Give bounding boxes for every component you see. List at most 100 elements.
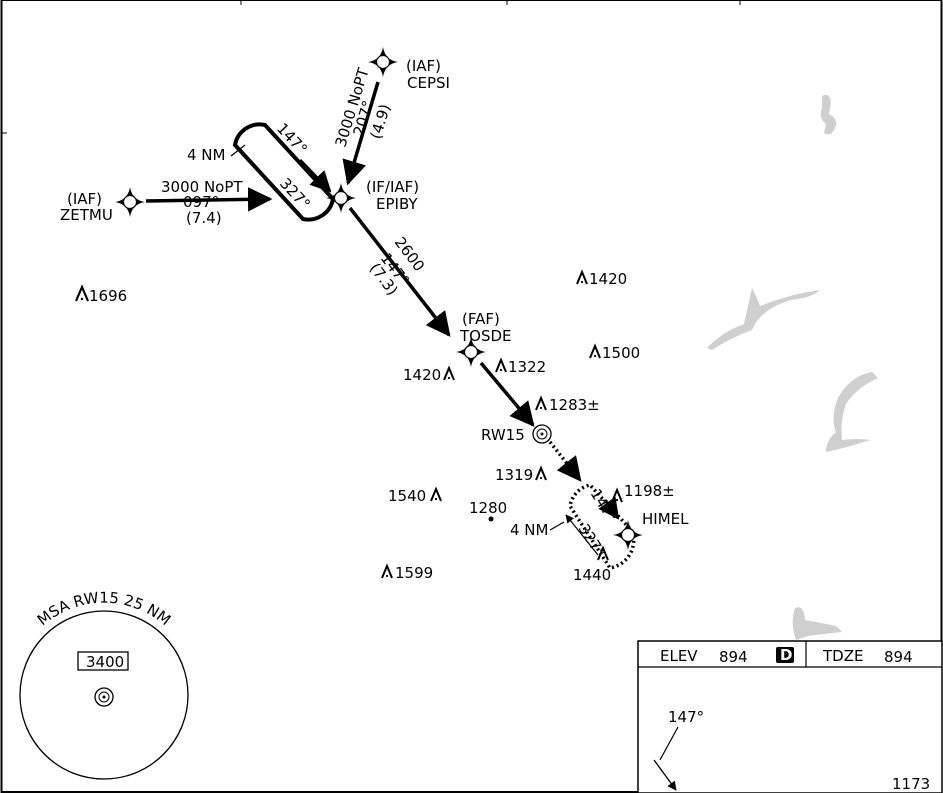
hold-himel-outbound: 327°: [575, 521, 609, 561]
river: [707, 288, 820, 350]
obstacle: 1319: [495, 465, 547, 484]
fix-epiby-type: (IF/IAF): [366, 178, 419, 196]
obstacle: 1500: [589, 343, 640, 362]
obstacle-dot: [80, 297, 84, 301]
hold-epiby: [232, 122, 336, 222]
water-features: [707, 94, 878, 640]
obstacle-elev: 1540: [388, 487, 426, 505]
obstacle-elev: 1198±: [624, 482, 675, 500]
tdze-value: 894: [884, 648, 913, 666]
fix-cepsi-name: CEPSI: [407, 74, 450, 92]
elev-label: ELEV: [660, 647, 698, 665]
spot-elevation: 1280: [469, 499, 507, 517]
hold-epiby-leader: [230, 144, 246, 157]
obstacle-symbol: [443, 365, 455, 381]
fix-tosde-type: (FAF): [462, 310, 500, 328]
fix-tosde-name: TOSDE: [459, 327, 512, 345]
obstacle: 1540: [388, 486, 442, 505]
rw15-waypoint[interactable]: [532, 424, 552, 444]
leg-zetmu-alt: 3000 NoPT: [161, 178, 243, 196]
obstacle-dot: [539, 476, 543, 480]
hold-himel-outbound-arrow: [565, 514, 599, 556]
obstacle-elev: 1319: [495, 466, 533, 484]
fix-zetmu-symbol[interactable]: [114, 186, 146, 218]
obstacle-dot: [434, 497, 438, 501]
obstacle-dot: [580, 280, 584, 284]
river-bend: [826, 372, 878, 452]
obstacle-symbol: [589, 343, 601, 359]
hold-epiby-length: 4 NM: [187, 146, 225, 164]
lake: [820, 94, 837, 135]
river-north: [792, 607, 842, 640]
obstacle-elev: 1322: [508, 358, 546, 376]
obstacle: 1420: [403, 365, 455, 384]
msa-altitude: 3400: [86, 653, 124, 671]
obstacle-elev: 1420: [403, 366, 441, 384]
fix-himel-name: HIMEL: [642, 510, 689, 528]
fix-zetmu-name: ZETMU: [60, 206, 113, 224]
obstacle-elev: 1440: [573, 566, 611, 584]
hold-epiby-inbound-arrow: [298, 158, 332, 193]
rw15-inner-ring: [536, 428, 548, 440]
route-zetmu-epiby: [145, 187, 273, 212]
obstacle: 1696: [74, 284, 127, 305]
route-epiby-tosde: [348, 206, 451, 337]
obstacle: 1322: [495, 357, 546, 376]
obstacle-elev: 1420: [589, 270, 627, 288]
msa-title-path: MSA RW15 25 NM: [34, 589, 174, 630]
route-tosde-rw15: [479, 361, 535, 427]
obstacle-symbol: [576, 269, 588, 285]
missed-approach-path: [548, 440, 582, 482]
tdze-label: TDZE: [822, 647, 863, 665]
rw15-label: RW15: [481, 426, 525, 444]
hold-himel-leader: [549, 521, 565, 531]
fix-zetmu-type: (IAF): [67, 190, 102, 208]
route-cepsi-epiby: [342, 81, 380, 186]
runway-course-leader: [659, 726, 679, 761]
msa-center-inner: [98, 691, 110, 703]
fix-epiby-name: EPIBY: [376, 195, 418, 213]
obstacle-dot: [499, 368, 503, 372]
elev-value: 894: [719, 648, 748, 666]
obstacle: 1599: [381, 563, 433, 582]
obstacle-elev: 1500: [602, 344, 640, 362]
obstacle-symbol: [74, 284, 90, 302]
fix-cepsi-symbol[interactable]: [367, 46, 399, 78]
rw15-center-dot: [540, 432, 544, 436]
obstacle-symbol: [535, 395, 547, 411]
fix-cepsi-type: (IAF): [406, 57, 441, 75]
airport-panel: ELEV 894 D TDZE 894 147° 1173: [637, 640, 943, 793]
obstacle-dot: [447, 376, 451, 380]
runway-course: 147°: [668, 708, 704, 726]
obstacle-dot: [615, 498, 619, 502]
obstacle-symbol: [381, 563, 393, 579]
obstacle-elev: 1283±: [549, 396, 600, 414]
obstacle-symbol: [430, 486, 442, 502]
obstacle-symbol: [495, 357, 507, 373]
obstacle-elev: 1696: [89, 287, 127, 305]
obstacle-dot: [601, 556, 605, 560]
obstacle-symbol: [535, 465, 547, 481]
msa-ring: [19, 610, 189, 780]
d-badge-box: [776, 647, 794, 663]
hold-himel-inbound: [598, 496, 620, 520]
obstacle: 1440: [573, 545, 611, 584]
obstacle-elev: 1599: [395, 564, 433, 582]
obstacle-symbol: [597, 545, 609, 561]
obstacle: 1198±: [611, 482, 675, 503]
airport-obstacle: 1173: [892, 775, 930, 793]
msa-center-dot: [102, 695, 106, 699]
obstacle: 1283±: [535, 395, 600, 414]
spot-elevation-dot: [488, 516, 494, 522]
msa-circle: MSA RW15 25 NM 3400: [19, 589, 189, 780]
fix-himel-symbol[interactable]: [612, 519, 644, 551]
msa-center-waypoint-icon: [94, 687, 114, 707]
runway-approach-line: [653, 759, 677, 791]
msa-altitude-box: [77, 651, 129, 671]
obstacle-dot: [385, 574, 389, 578]
leg-zetmu-dist: (7.4): [186, 209, 222, 227]
d-badge: D: [780, 646, 792, 664]
obstacle: 1420: [576, 269, 627, 288]
